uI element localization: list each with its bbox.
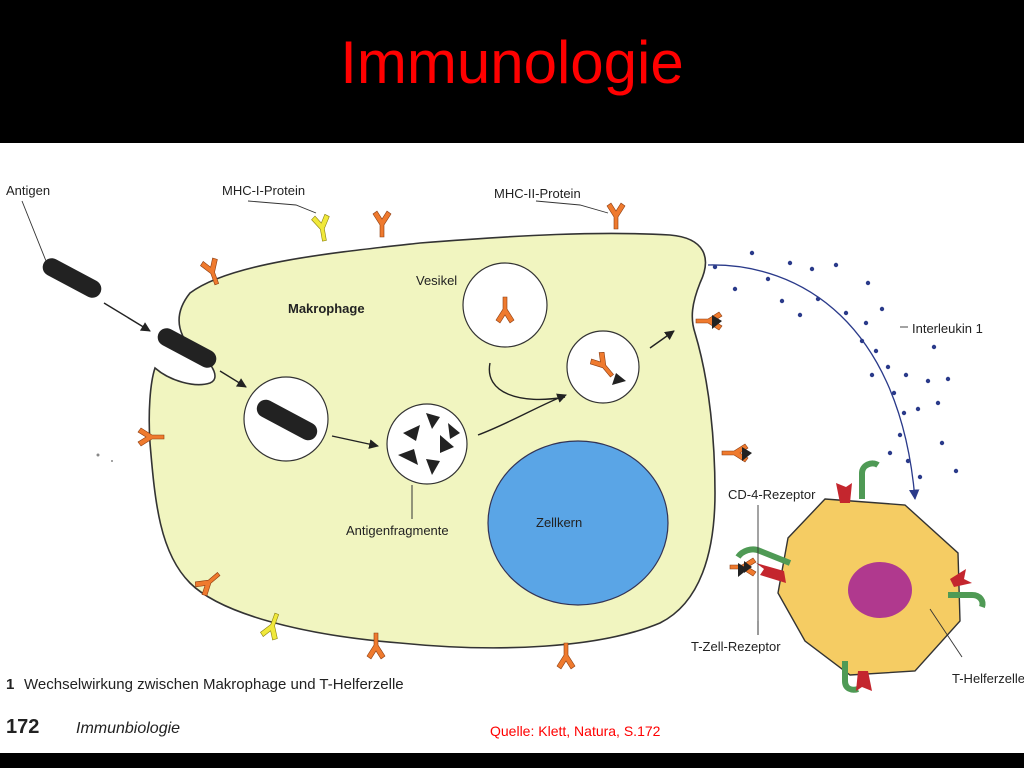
immunology-diagram: Antigen MHC-I-Protein MHC-II-Protein Mak… [6,183,1024,739]
figure-caption: Wechselwirkung zwischen Makrophage und T… [24,676,404,693]
label-tcr: T-Zell-Rezeptor [691,639,781,654]
label-cd4: CD-4-Rezeptor [728,487,816,502]
caption-number: 1 [6,676,14,693]
label-macrophage: Makrophage [288,301,365,316]
tcr-receptor-group [756,483,972,691]
title-bar [0,0,1024,143]
antigen-rod [42,258,102,298]
interleukin-dots [712,250,959,480]
macrophage-nucleus [487,440,669,606]
label-nucleus: Zellkern [536,515,582,530]
figure-panel: Antigen MHC-I-Protein MHC-II-Protein Mak… [0,143,1024,753]
slide-title: Immunologie [340,29,684,96]
antigen-rod-entering [157,328,217,368]
label-antigen: Antigen [6,183,50,198]
label-fragments: Antigenfragmente [346,523,449,538]
book-section: Immunbiologie [76,720,180,737]
t-helper-nucleus [848,562,912,618]
bottom-bar [0,753,1024,768]
label-thelper: T-Helferzelle [952,671,1024,686]
label-mhc1: MHC-I-Protein [222,183,305,198]
page-number: 172 [6,716,39,738]
source-credit: Quelle: Klett, Natura, S.172 [490,723,661,739]
label-vesicle: Vesikel [416,273,457,288]
cd4-receptor-group [735,460,986,693]
fragment-vesicle [386,403,468,485]
label-interleukin: Interleukin 1 [912,321,983,336]
label-mhc2: MHC-II-Protein [494,186,581,201]
